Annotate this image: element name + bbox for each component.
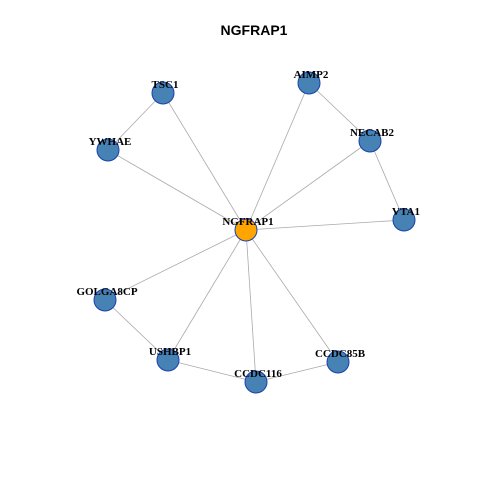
edge-ngfrap1-aimp2 [245, 82, 310, 231]
edge-layer [104, 82, 405, 383]
edge-ngfrap1-ccdc116 [245, 229, 257, 383]
node-label-ccdc116: CCDC116 [234, 368, 282, 380]
node-layer [93, 71, 416, 394]
edge-aimp2-necab2 [308, 82, 371, 142]
node-label-ushbp1: USHBP1 [149, 346, 191, 358]
edge-ccdc116-ccdc85b [255, 361, 339, 383]
diagram-title: NGFRAP1 [221, 22, 288, 38]
node-label-vta1: VTA1 [392, 206, 420, 218]
edge-golga8cp-ushbp1 [104, 299, 169, 361]
node-ywhae [96, 138, 120, 162]
node-label-ngfrap1: NGFRAP1 [222, 216, 273, 228]
node-vta1 [392, 208, 416, 232]
edge-ngfrap1-golga8cp [104, 229, 247, 301]
edge-ngfrap1-vta1 [245, 219, 405, 231]
node-label-necab2: NECAB2 [350, 127, 395, 139]
edge-tsc1-ywhae [107, 92, 164, 151]
node-label-ywhae: YWHAE [89, 136, 132, 148]
node-ccdc85b [326, 350, 350, 374]
node-label-golga8cp: GOLGA8CP [76, 286, 137, 298]
edge-necab2-vta1 [369, 140, 405, 221]
edge-ngfrap1-necab2 [245, 140, 371, 231]
node-label-tsc1: TSC1 [152, 79, 179, 91]
edge-ngfrap1-ccdc85b [245, 229, 339, 363]
node-label-ccdc85b: CCDC85B [315, 348, 366, 360]
node-aimp2 [297, 71, 321, 95]
node-ngfrap1 [234, 218, 258, 242]
node-label-aimp2: AIMP2 [294, 69, 329, 81]
edge-ngfrap1-tsc1 [162, 92, 247, 231]
edge-ngfrap1-ushbp1 [167, 229, 247, 361]
node-ushbp1 [156, 348, 180, 372]
node-golga8cp [93, 288, 117, 312]
node-tsc1 [151, 81, 175, 105]
edge-ngfrap1-ywhae [107, 149, 247, 231]
edge-ushbp1-ccdc116 [167, 359, 257, 383]
node-ccdc116 [244, 370, 268, 394]
node-necab2 [358, 129, 382, 153]
